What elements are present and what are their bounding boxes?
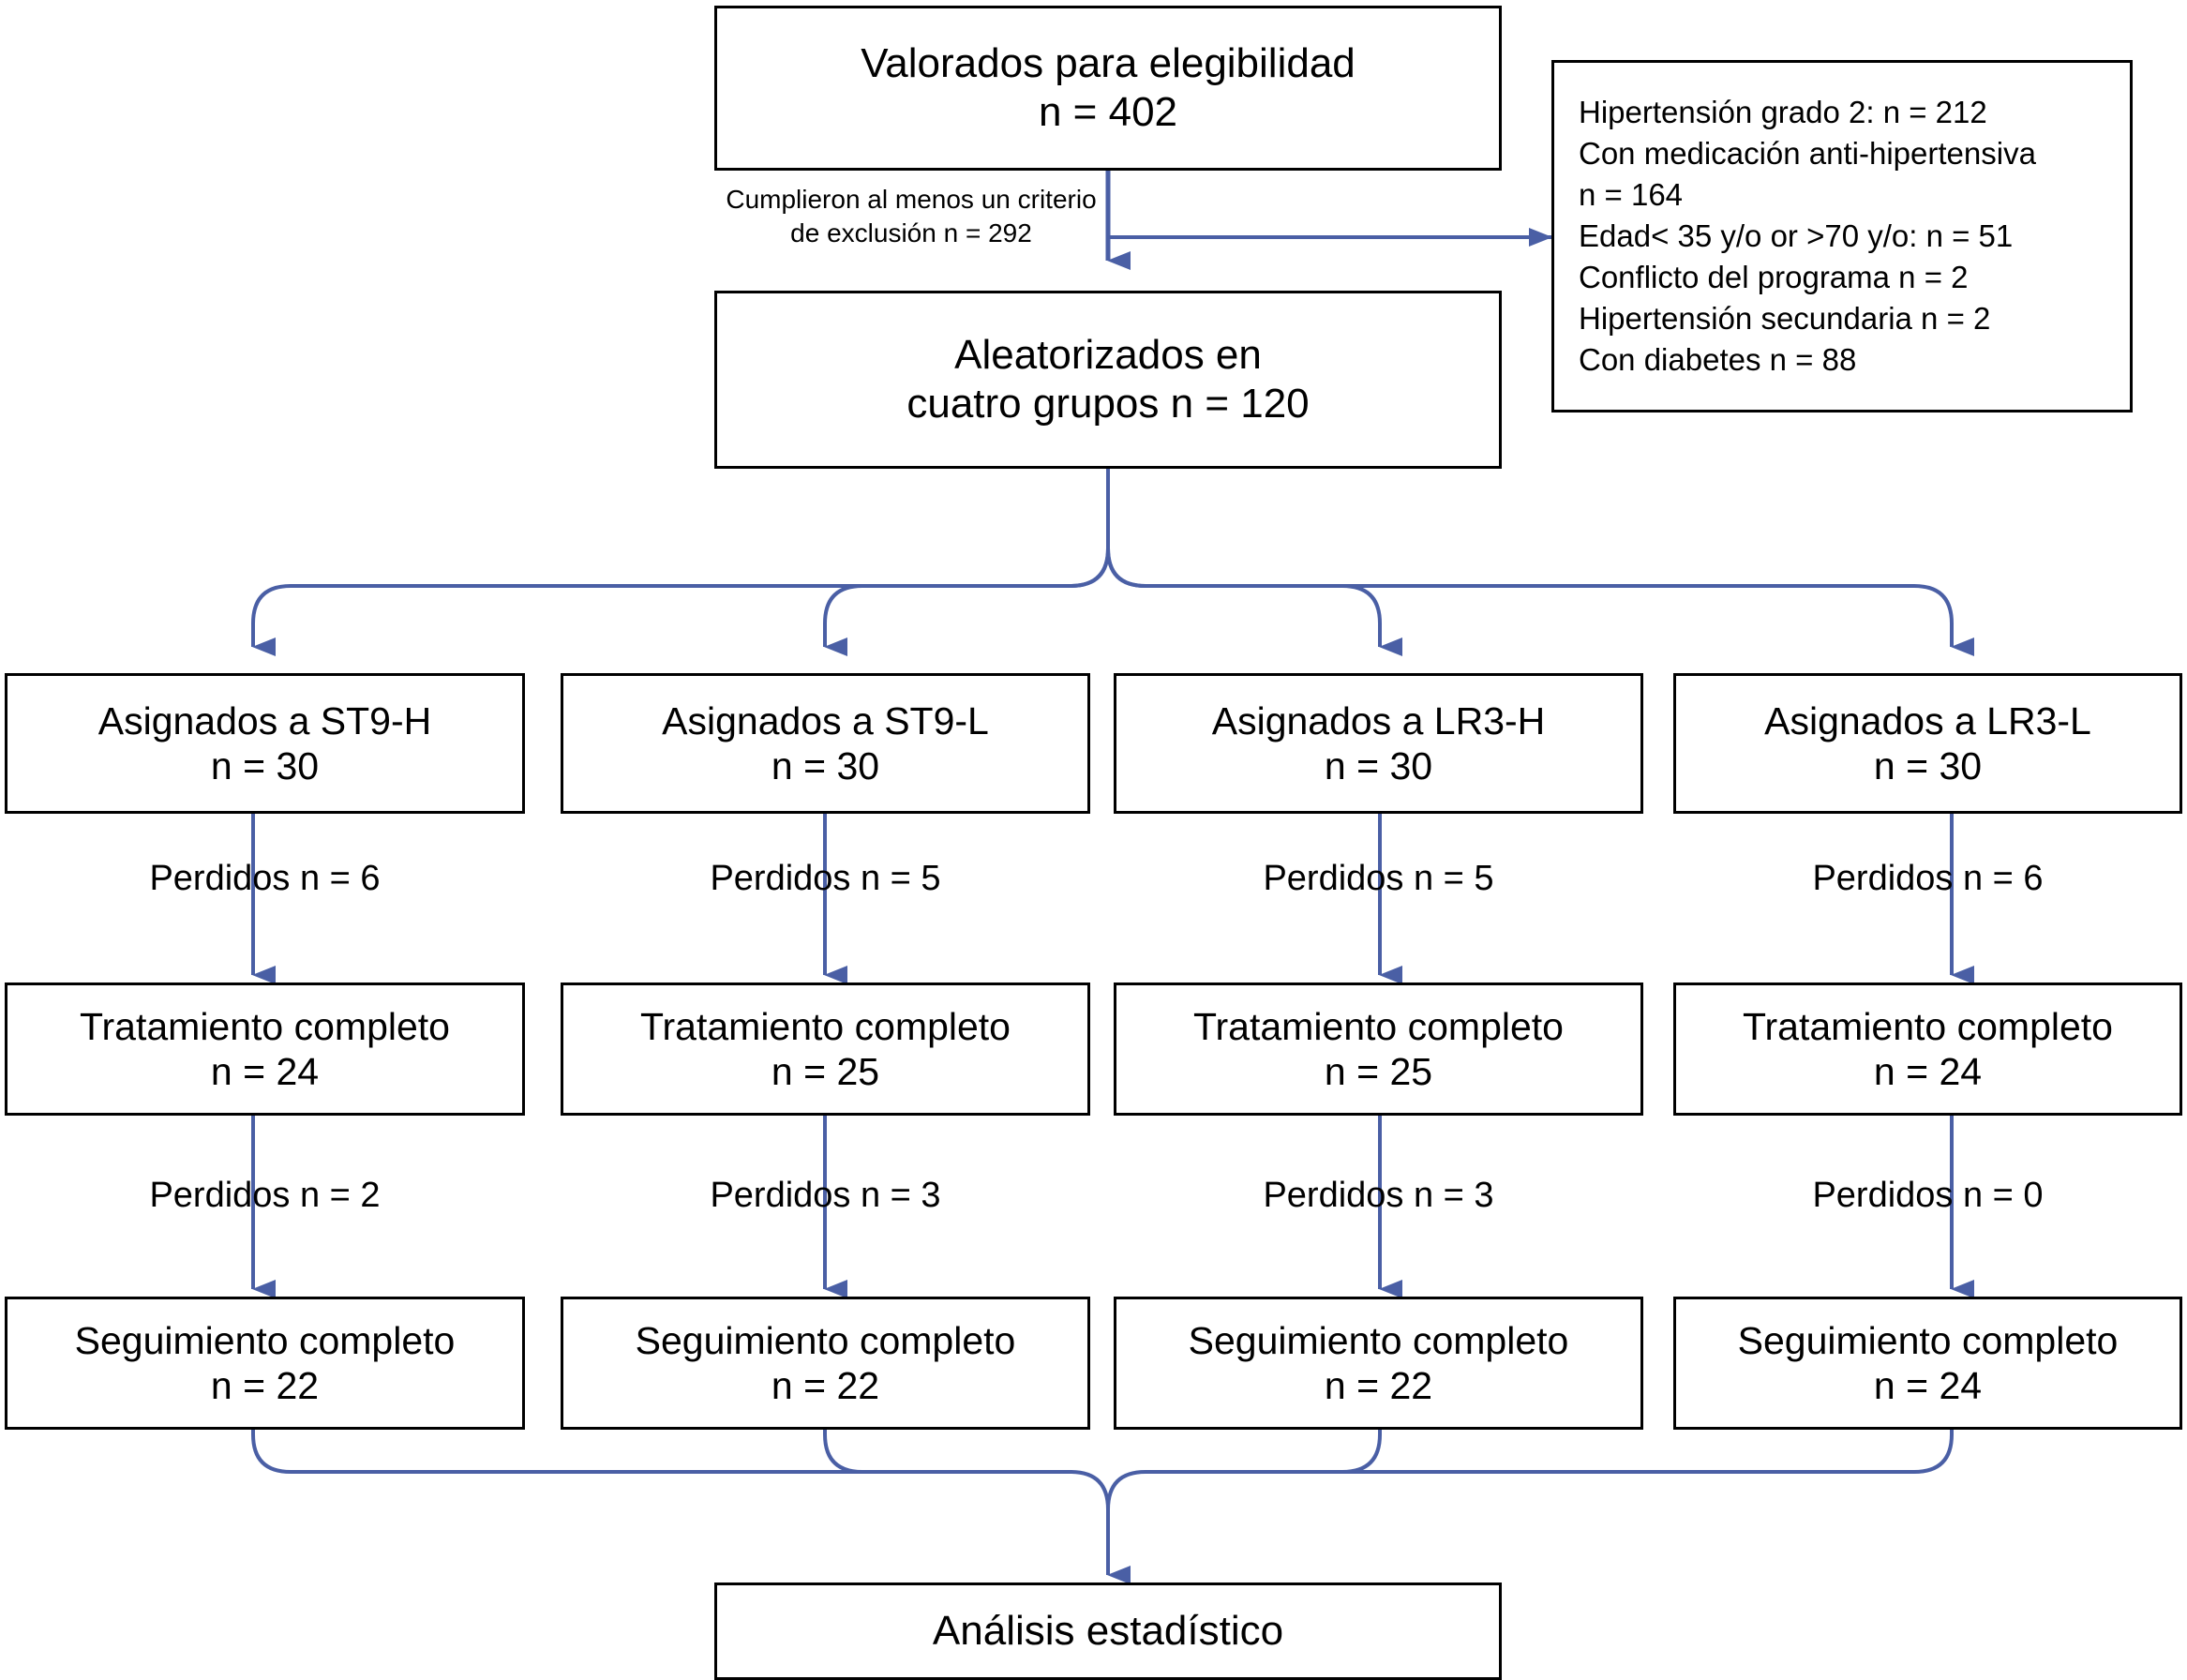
label-lost-followup-lr3-l: Perdidos n = 0: [1812, 1176, 2044, 1215]
exclusion-reason-item: Con medicación anti-hipertensiva: [1579, 136, 2036, 172]
followup-label: Seguimiento completo: [635, 1318, 1016, 1362]
node-allocated-lr3-h: Asignados a LR3-H n = 30: [1114, 673, 1643, 814]
node-followup-complete-lr3-l: Seguimiento completo n = 24: [1673, 1297, 2182, 1430]
node-statistical-analysis: Análisis estadístico: [714, 1582, 1502, 1680]
node-treatment-complete-st9-h: Tratamiento completo n = 24: [5, 982, 525, 1116]
connector-randomization-fanout: [251, 469, 1974, 656]
randomized-count: cuatro grupos n = 120: [906, 381, 1310, 427]
allocated-count: n = 30: [210, 744, 320, 788]
assessed-count: n = 402: [1038, 89, 1178, 135]
label-lost-followup-st9-h: Perdidos n = 2: [149, 1176, 381, 1215]
exclusion-reason-item: n = 164: [1579, 177, 1684, 213]
exclusion-reason-item: Hipertensión secundaria n = 2: [1579, 300, 1991, 336]
allocated-count: n = 30: [771, 744, 880, 788]
label-lost-allocation-lr3-h: Perdidos n = 5: [1263, 859, 1494, 898]
label-lost-allocation-st9-h: Perdidos n = 6: [149, 859, 381, 898]
treatment-label: Tratamiento completo: [80, 1004, 450, 1048]
assessed-label: Valorados para elegibilidad: [861, 40, 1356, 87]
randomized-label: Aleatorizados en: [954, 332, 1262, 379]
node-treatment-complete-st9-l: Tratamiento completo n = 25: [561, 982, 1090, 1116]
node-followup-complete-st9-h: Seguimiento completo n = 22: [5, 1297, 525, 1430]
node-allocated-lr3-l: Asignados a LR3-L n = 30: [1673, 673, 2182, 814]
followup-label: Seguimiento completo: [1737, 1318, 2119, 1362]
treatment-label: Tratamiento completo: [640, 1004, 1011, 1048]
analysis-label: Análisis estadístico: [932, 1608, 1284, 1655]
allocated-label: Asignados a ST9-H: [97, 698, 432, 742]
exclusion-reason-item: Edad< 35 y/o or >70 y/o: n = 51: [1579, 218, 2014, 254]
label-lost-allocation-st9-l: Perdidos n = 5: [710, 859, 941, 898]
treatment-count: n = 24: [210, 1050, 320, 1093]
node-exclusion-reasons: Hipertensión grado 2: n = 212 Con medica…: [1551, 60, 2133, 412]
allocated-count: n = 30: [1873, 744, 1983, 788]
label-lost-followup-lr3-h: Perdidos n = 3: [1263, 1176, 1494, 1215]
treatment-count: n = 24: [1873, 1050, 1983, 1093]
connector-merge-to-analysis: [251, 1430, 1954, 1584]
followup-label: Seguimiento completo: [74, 1318, 456, 1362]
followup-count: n = 22: [210, 1364, 320, 1407]
node-randomized: Aleatorizados en cuatro grupos n = 120: [714, 291, 1502, 469]
followup-count: n = 22: [1324, 1364, 1433, 1407]
followup-count: n = 24: [1873, 1364, 1983, 1407]
excluded-caption-line2: criterio de exclusión: [790, 185, 1097, 248]
node-treatment-complete-lr3-h: Tratamiento completo n = 25: [1114, 982, 1643, 1116]
node-followup-complete-st9-l: Seguimiento completo n = 22: [561, 1297, 1090, 1430]
node-followup-complete-lr3-h: Seguimiento completo n = 22: [1114, 1297, 1643, 1430]
excluded-caption-count: n = 292: [943, 218, 1032, 248]
treatment-label: Tratamiento completo: [1743, 1004, 2113, 1048]
treatment-count: n = 25: [1324, 1050, 1433, 1093]
exclusion-reason-item: Con diabetes n = 88: [1579, 341, 1857, 377]
exclusion-reason-item: Hipertensión grado 2: n = 212: [1579, 95, 1987, 130]
node-allocated-st9-l: Asignados a ST9-L n = 30: [561, 673, 1090, 814]
excluded-caption-line1: Cumplieron al menos un: [726, 185, 1011, 214]
node-allocated-st9-h: Asignados a ST9-H n = 30: [5, 673, 525, 814]
allocated-label: Asignados a ST9-L: [662, 698, 989, 742]
node-assessed-for-eligibility: Valorados para elegibilidad n = 402: [714, 6, 1502, 171]
label-lost-allocation-lr3-l: Perdidos n = 6: [1812, 859, 2044, 898]
allocated-label: Asignados a LR3-L: [1764, 698, 2091, 742]
treatment-label: Tratamiento completo: [1193, 1004, 1564, 1048]
exclusion-reason-item: Conflicto del programa n = 2: [1579, 259, 1969, 294]
followup-count: n = 22: [771, 1364, 880, 1407]
treatment-count: n = 25: [771, 1050, 880, 1093]
allocated-count: n = 30: [1324, 744, 1433, 788]
label-lost-followup-st9-l: Perdidos n = 3: [710, 1176, 941, 1215]
excluded-caption: Cumplieron al menos un criterio de exclu…: [714, 183, 1108, 250]
followup-label: Seguimiento completo: [1188, 1318, 1569, 1362]
allocated-label: Asignados a LR3-H: [1211, 698, 1546, 742]
node-treatment-complete-lr3-l: Tratamiento completo n = 24: [1673, 982, 2182, 1116]
